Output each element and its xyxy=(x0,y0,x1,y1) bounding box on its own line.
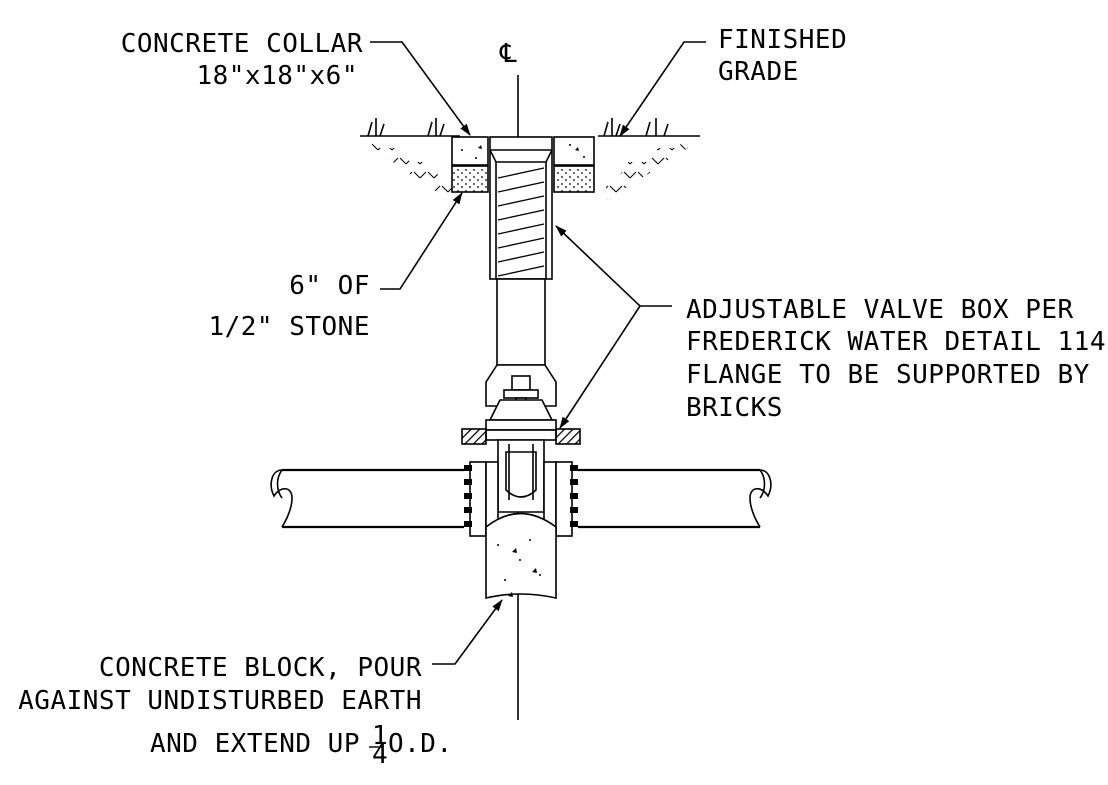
concrete-thrust-block xyxy=(485,512,557,600)
fraction-denominator: 4 xyxy=(372,740,388,770)
bricks xyxy=(461,428,581,445)
svg-text:AND EXTEND UP: AND EXTEND UP xyxy=(150,729,360,759)
svg-text:CONCRETE COLLAR: CONCRETE COLLAR xyxy=(121,29,363,59)
svg-text:GRADE: GRADE xyxy=(718,57,799,87)
fraction-numerator: 1 xyxy=(372,721,388,751)
ground-surface xyxy=(360,118,700,200)
svg-text:1/2" STONE: 1/2" STONE xyxy=(208,312,370,342)
label-finished-grade: FINISHED GRADE xyxy=(718,25,847,87)
svg-text:AGAINST UNDISTURBED EARTH: AGAINST UNDISTURBED EARTH xyxy=(18,686,422,716)
svg-text:FINISHED: FINISHED xyxy=(718,25,847,55)
svg-text:CONCRETE BLOCK, POUR: CONCRETE BLOCK, POUR xyxy=(99,653,422,683)
water-main-left xyxy=(270,468,464,529)
svg-text:ADJUSTABLE VALVE BOX PER: ADJUSTABLE VALVE BOX PER xyxy=(686,295,1074,325)
svg-text:BRICKS: BRICKS xyxy=(686,393,783,423)
svg-text:FREDERICK WATER DETAIL 114.: FREDERICK WATER DETAIL 114. xyxy=(686,327,1108,357)
concrete-collar xyxy=(451,136,595,166)
svg-text:FLANGE TO BE SUPPORTED BY: FLANGE TO BE SUPPORTED BY xyxy=(686,360,1090,390)
water-main-right xyxy=(578,468,772,529)
svg-text:O.D.: O.D. xyxy=(388,729,453,759)
gate-valve xyxy=(485,375,557,513)
stone-layer xyxy=(451,165,595,193)
leaders xyxy=(370,41,706,665)
valve-box-upper xyxy=(489,136,553,280)
label-concrete-block: CONCRETE BLOCK, POUR AGAINST UNDISTURBED… xyxy=(18,653,452,770)
label-valve-box: ADJUSTABLE VALVE BOX PER FREDERICK WATER… xyxy=(686,295,1108,423)
label-stone: 6" OF 1/2" STONE xyxy=(208,271,370,342)
svg-text:18"x18"x6": 18"x18"x6" xyxy=(196,61,358,91)
centerline-symbol: ℄ xyxy=(499,39,517,69)
svg-text:6" OF: 6" OF xyxy=(289,271,370,301)
label-concrete-collar: CONCRETE COLLAR 18"x18"x6" xyxy=(121,29,363,91)
